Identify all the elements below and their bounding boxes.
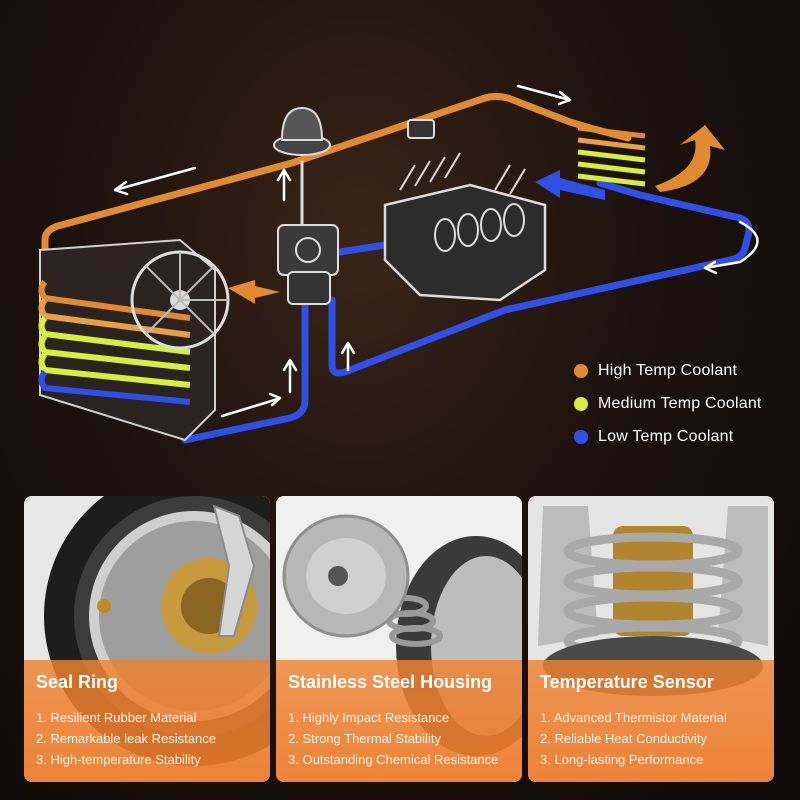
feature-item: 3. Outstanding Chemical Resistance (288, 752, 499, 767)
high-temp-pipe (41, 93, 632, 266)
feature-panel-stainless-housing: Stainless Steel Housing 1. Highly Impact… (276, 496, 522, 782)
feature-item: 1. Advanced Thermistor Material (540, 710, 727, 725)
feature-item: 1. Highly Impact Resistance (288, 710, 450, 725)
feature-list: 1. Advanced Thermistor Material 2. Relia… (540, 710, 727, 773)
legend-item-low: Low Temp Coolant (574, 420, 762, 453)
feature-item: 2. Remarkable leak Resistance (36, 731, 216, 746)
low-temp-pipe-left (181, 296, 309, 444)
thermostat-illustration (273, 106, 331, 156)
legend-item-high: High Temp Coolant (574, 354, 762, 387)
legend-label-high: High Temp Coolant (598, 361, 738, 379)
water-pump-illustration (277, 224, 339, 305)
pump-to-engine-pipe (336, 241, 389, 256)
flow-arrow-right-icon (516, 84, 572, 106)
hot-air-arrow-icon (655, 125, 725, 192)
legend-dot-high (574, 363, 588, 378)
feature-item: 1. Resilient Rubber Material (36, 710, 197, 725)
cooling-system-diagram (38, 84, 759, 444)
feature-title: Temperature Sensor (540, 672, 714, 692)
radiator-illustration (38, 238, 230, 442)
feature-list: 1. Resilient Rubber Material 2. Remarkab… (36, 710, 216, 773)
pump-inflow-arrow-icon (228, 280, 280, 304)
stainless-housing-caption: Stainless Steel Housing 1. Highly Impact… (276, 660, 522, 782)
feature-item: 3. High-temperature Stability (36, 752, 201, 767)
temperature-sensor-caption: Temperature Sensor 1. Advanced Thermisto… (528, 660, 774, 782)
flow-arrow-up-right-icon (340, 341, 356, 372)
feature-item: 2. Reliable Heat Conductivity (540, 731, 707, 746)
stainless-housing-photo (276, 496, 522, 782)
legend-label-medium: Medium Temp Coolant (598, 394, 762, 412)
legend-dot-medium (574, 396, 588, 411)
feature-panels: Seal Ring 1. Resilient Rubber Material 2… (24, 496, 776, 782)
sensor-fitting (407, 119, 435, 139)
feature-item: 2. Strong Thermal Stability (288, 731, 441, 746)
flow-arrow-up-icon (276, 168, 292, 202)
feature-panel-temperature-sensor: Temperature Sensor 1. Advanced Thermisto… (528, 496, 774, 782)
feature-title: Stainless Steel Housing (288, 672, 493, 692)
feature-panel-seal-ring: Seal Ring 1. Resilient Rubber Material 2… (24, 496, 270, 782)
flow-arrow-left-icon (113, 166, 197, 196)
flow-arrow-curve-icon (703, 220, 759, 275)
low-temp-pipe-right (328, 179, 753, 377)
feature-list: 1. Highly Impact Resistance 2. Strong Th… (288, 710, 498, 773)
coolant-inflow-arrow-icon (535, 170, 605, 200)
engine-illustration (383, 152, 547, 302)
coolant-legend: High Temp Coolant Medium Temp Coolant Lo… (574, 354, 762, 453)
legend-item-medium: Medium Temp Coolant (574, 387, 762, 420)
heater-core-illustration (577, 125, 646, 187)
feature-title: Seal Ring (36, 672, 119, 692)
seal-ring-caption: Seal Ring 1. Resilient Rubber Material 2… (24, 660, 270, 782)
flow-arrow-bottom-icon (220, 392, 282, 418)
feature-item: 3. Long-lasting Performance (540, 752, 704, 767)
flow-arrow-up-lower-icon (282, 358, 298, 394)
legend-dot-low (574, 429, 588, 444)
legend-label-low: Low Temp Coolant (598, 427, 734, 445)
